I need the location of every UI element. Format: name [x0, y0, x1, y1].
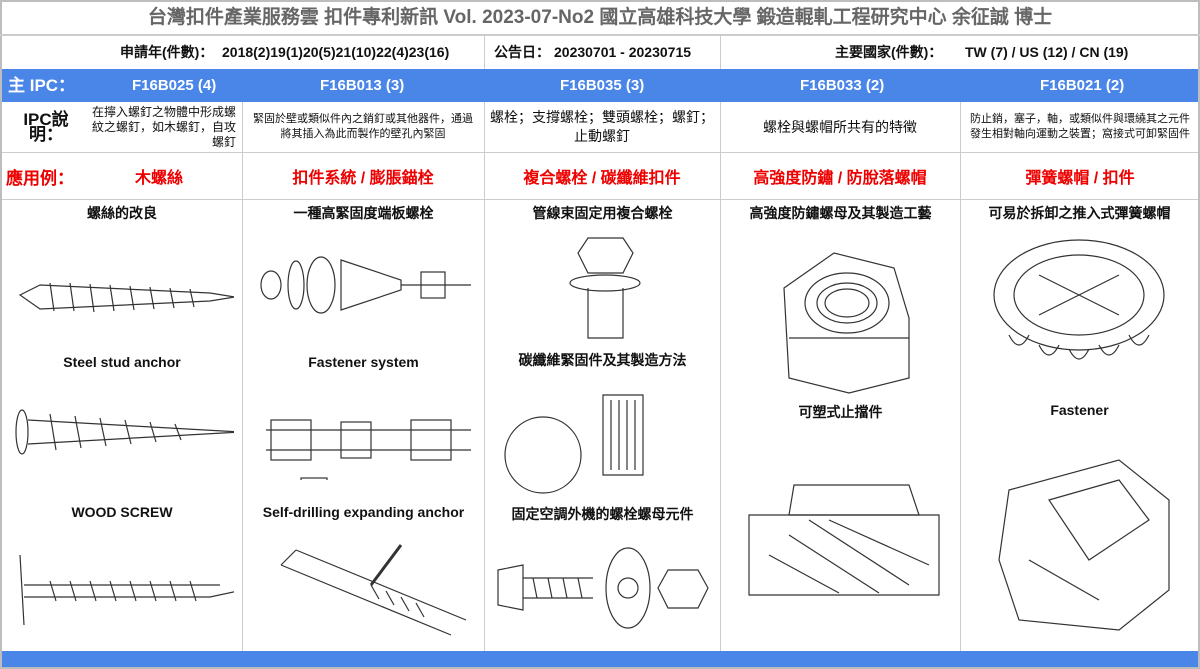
apply-year-value: 2018(2)19(1)20(5)21(10)22(4)23(16) — [222, 44, 450, 60]
application-example: 木螺絲 — [134, 170, 183, 187]
bolt-nut-assembly-drawing — [497, 547, 709, 629]
fastener-drawing — [998, 459, 1170, 631]
patent-title[interactable]: Self-drilling expanding anchor — [262, 504, 465, 520]
country-value: TW (7) / US (12) / CN (19) — [965, 44, 1129, 60]
carbon-fiber-fastener-drawing — [504, 394, 644, 494]
wood-screw-drawing — [19, 554, 234, 626]
patent-title[interactable]: Fastener system — [308, 354, 419, 370]
patent-title[interactable]: 固定空調外機的螺栓螺母元件 — [511, 506, 694, 522]
ipc-code: F16B021 (2) — [1040, 77, 1125, 94]
patent-title[interactable]: WOOD SCREW — [71, 504, 173, 520]
divider — [484, 36, 485, 69]
footer-bar — [2, 651, 1198, 667]
patent-title[interactable]: 一種高緊固度端板螺栓 — [293, 205, 434, 221]
page-title: 台灣扣件產業服務雲 扣件專利新訊 Vol. 2023-07-No2 國立高雄科技… — [0, 0, 1200, 36]
ipc-code: F16B025 (4) — [132, 77, 217, 94]
application-label: 應用例： — [6, 168, 74, 188]
patent-column-5: 可易於拆卸之推入式彈簧螺帽 Fastener — [961, 200, 1198, 652]
patent-column-4: 高強度防鏽螺母及其製造工藝 可塑式止擋件 — [721, 200, 960, 652]
divider — [2, 152, 1198, 153]
end-plate-bolt-drawing — [260, 256, 471, 314]
divider — [720, 36, 721, 69]
application-example: 扣件系統 / 膨脹錨栓 — [292, 170, 434, 187]
ipc-desc: 螺栓與螺帽所共有的特徵 — [763, 118, 917, 135]
patent-column-2: 一種高緊固度端板螺栓 Fastener system Self-drilling… — [243, 200, 484, 652]
ipc-desc: 在擰入螺釘之物體中形成螺紋之螺釘，如木螺釘，自攻螺釘 — [91, 104, 236, 149]
patent-title[interactable]: 管線束固定用複合螺栓 — [532, 205, 673, 221]
plastic-stop-drawing — [748, 484, 940, 596]
publish-date-value: 20230701 - 20230715 — [554, 44, 692, 60]
divider — [720, 102, 721, 652]
divider — [484, 102, 485, 652]
ipc-label: 主 IPC： — [8, 76, 76, 95]
patent-title[interactable]: 高強度防鏽螺母及其製造工藝 — [749, 205, 932, 221]
ipc-desc-label: IPC說明： — [23, 110, 69, 144]
application-example: 複合螺栓 / 碳纖維扣件 — [523, 170, 681, 187]
composite-bolt-drawing — [569, 237, 641, 339]
ipc-desc: 防止銷，塞子，軸，或類似件與環繞其之元件發生相對軸向運動之裝置；窩接式可卸緊固件 — [970, 113, 1190, 140]
apply-year-label: 申請年(件數)： — [120, 44, 214, 60]
patent-title[interactable]: 可塑式止擋件 — [798, 404, 883, 420]
patent-title[interactable]: 可易於拆卸之推入式彈簧螺帽 — [988, 205, 1171, 221]
divider — [960, 102, 961, 652]
anchor-drawing — [15, 409, 234, 455]
application-example: 高強度防鏽 / 防脫落螺帽 — [753, 170, 927, 187]
patent-title[interactable]: 螺絲的改良 — [87, 205, 157, 221]
patent-title[interactable]: Fastener — [1050, 402, 1109, 418]
ipc-code: F16B013 (3) — [320, 77, 405, 94]
patent-column-1: 螺絲的改良 Steel stud anchor WOOD SCREW — [2, 200, 242, 652]
patent-title[interactable]: Steel stud anchor — [63, 354, 181, 370]
ipc-desc: 螺栓；支撐螺栓；雙頭螺栓；螺釘；止動螺釘 — [490, 109, 714, 144]
publish-date-label: 公告日： — [494, 44, 550, 60]
expanding-anchor-drawing — [280, 544, 467, 636]
spring-nut-drawing — [993, 239, 1165, 360]
ipc-code: F16B033 (2) — [800, 77, 885, 94]
country-label: 主要國家(件數)： — [835, 44, 943, 60]
ipc-row: 主 IPC： F16B025 (4) F16B013 (3) F16B035 (… — [2, 69, 1198, 102]
ipc-desc: 緊固於壁或類似件內之銷釘或其他器件，通過將其插入為此而製作的壁孔內緊固 — [253, 113, 473, 140]
screw-drawing — [18, 282, 234, 313]
patent-title[interactable]: 碳纖維緊固件及其製造方法 — [518, 352, 687, 368]
patent-column-3: 管線束固定用複合螺栓 碳纖維緊固件及其製造方法 固定空調外機的螺栓螺母元件 — [485, 200, 720, 652]
application-example: 彈簧螺帽 / 扣件 — [1025, 170, 1135, 187]
ipc-code: F16B035 (3) — [560, 77, 645, 94]
anti-rust-nut-drawing — [783, 252, 910, 394]
divider — [242, 102, 243, 652]
fastener-system-drawing — [266, 419, 471, 480]
divider — [2, 199, 1198, 200]
